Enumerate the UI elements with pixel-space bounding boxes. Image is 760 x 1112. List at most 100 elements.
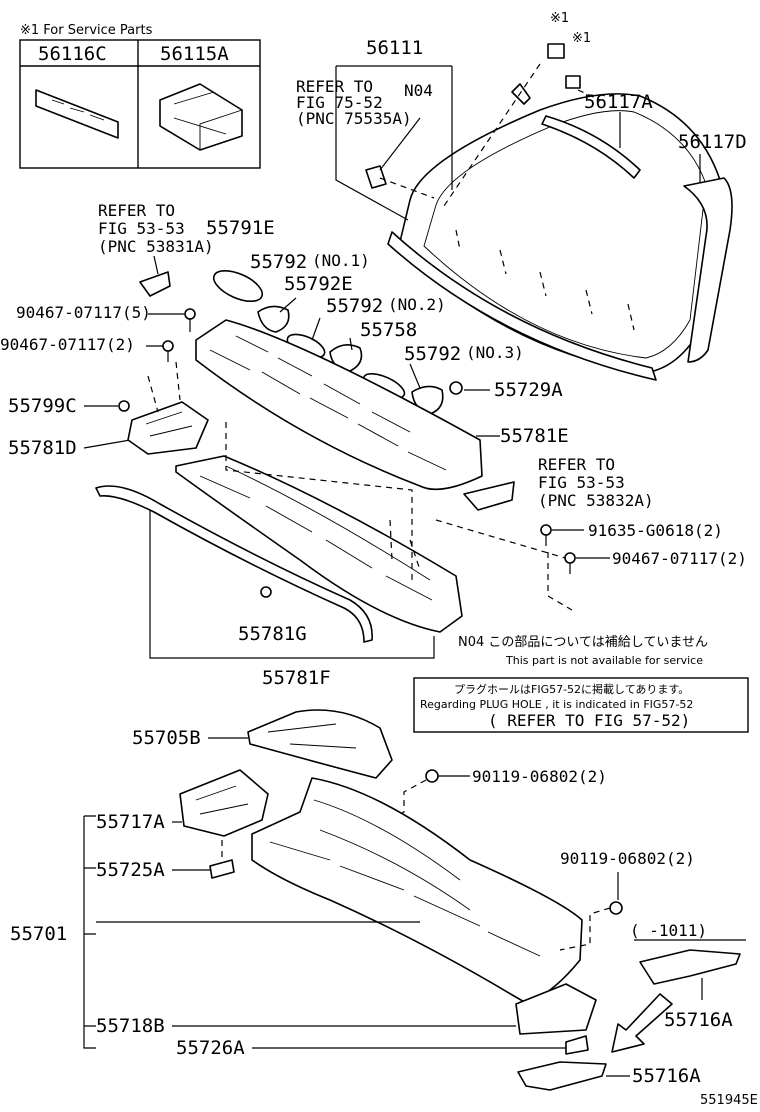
bracket-55717A (179, 769, 269, 837)
label-mark1a: ※1 (550, 11, 569, 26)
seal-55781G (95, 485, 373, 643)
ref-fig53a-line2: FIG 53-53 (98, 219, 185, 238)
bracket-53832A (463, 481, 515, 511)
screw-90467-2a (162, 340, 174, 352)
dash-panel-group: 55705B 90119-06802(2) 55717A 55725A 9011… (10, 709, 758, 1108)
label-55781D: 55781D (8, 437, 77, 459)
label-55781G: 55781G (238, 623, 307, 645)
label-55729A: 55729A (494, 379, 563, 401)
cowl-panel-55781F (175, 455, 463, 633)
label-90119-a: 90119-06802(2) (472, 767, 607, 786)
label-55717A: 55717A (96, 811, 165, 833)
ref-fig75-line2: FIG 75-52 (296, 93, 383, 112)
bracket-55716A-lower (517, 1061, 607, 1091)
label-55799C: 55799C (8, 395, 77, 417)
label-55725A: 55725A (96, 859, 165, 881)
ref-fig53b-line1: REFER TO (538, 455, 615, 474)
clip-56116C-sketch (35, 89, 119, 139)
label-55792-no1-suffix: (NO.1) (312, 251, 370, 270)
label-55792-no2: 55792 (326, 295, 383, 317)
bracket-56115A-sketch (159, 83, 243, 151)
louver-panel-55781E (195, 319, 483, 491)
label-mark1b: ※1 (572, 31, 591, 46)
top-clip (511, 83, 531, 105)
direction-arrow (611, 993, 673, 1053)
part-56116C: 56116C (38, 43, 107, 65)
label-55705B: 55705B (132, 727, 201, 749)
part-56115A: 56115A (160, 43, 229, 65)
ref-fig53b-line3: (PNC 53832A) (538, 491, 654, 510)
service-parts-title: ※1 For Service Parts (20, 23, 153, 38)
service-clip-b (565, 75, 581, 89)
screen-55791E (212, 269, 264, 303)
clip-55729A (449, 381, 463, 395)
label-55781F: 55781F (262, 667, 331, 689)
label-55758: 55758 (360, 319, 417, 341)
plate-55726A (565, 1035, 589, 1055)
label-55791E: 55791E (206, 217, 275, 239)
label-55716A-1: 55716A (664, 1009, 733, 1031)
service-parts-box: ※1 For Service Parts 56116C 56115A (19, 23, 261, 169)
label-55701: 55701 (10, 923, 67, 945)
right-fasteners: 91635-G0618(2) 90467-07117(2) (540, 521, 747, 574)
clip-55781G (260, 586, 272, 598)
screw-90119-a (425, 769, 439, 783)
label-55718B: 55718B (96, 1015, 165, 1037)
screw-90119-b (609, 901, 623, 915)
label-90467-5: 90467-07117(5) (16, 303, 151, 322)
label-91635: 91635-G0618(2) (588, 521, 723, 540)
note-plug-jp: プラグホールはFIG57-52に掲載してあります。 (454, 682, 689, 696)
left-fasteners: 90467-07117(5) 90467-07117(2) 55799C 557… (0, 303, 209, 459)
ref-fig53a-line1: REFER TO (98, 201, 175, 220)
windshield-assembly (335, 43, 733, 381)
panel-55705B (247, 709, 393, 779)
ref-fig75-line3: (PNC 75535A) (296, 109, 412, 128)
note-n04-jp: N04 この部品については補給していません (458, 635, 708, 650)
label-55792-no3-suffix: (NO.3) (466, 343, 524, 362)
dash-panel-55701 (251, 777, 583, 1005)
bracket-55716A-upper (639, 949, 741, 985)
clip-55799C (118, 400, 130, 412)
seal-55792-no1 (257, 305, 290, 333)
upper-dam-56117A (541, 115, 641, 179)
bracket-53831A (139, 271, 171, 297)
service-clip-a (547, 43, 565, 59)
label-90467-2b: 90467-07117(2) (612, 549, 747, 568)
plate-55725A (209, 859, 235, 879)
bracket-55718B (515, 983, 597, 1035)
label-56111: 56111 (366, 37, 423, 59)
cowl-panel-group: 55781G 55781F (95, 422, 573, 689)
notes-block: N04 この部品については補給していません This part is not a… (413, 635, 749, 733)
bracket-55781D (127, 401, 209, 455)
label-range: ( -1011) (630, 921, 707, 940)
label-56117D: 56117D (678, 131, 747, 153)
ref-fig53b-line2: FIG 53-53 (538, 473, 625, 492)
ref-fig53a-line3: (PNC 53831A) (98, 237, 214, 256)
bracket-n04 (365, 165, 387, 189)
label-55781E: 55781E (500, 425, 569, 447)
label-90119-b: 90119-06802(2) (560, 849, 695, 868)
screw-90467-5 (184, 308, 196, 320)
cowl-louver-group: REFER TO FIG 53-53 (PNC 53831A) 55791E 5… (98, 201, 654, 511)
note-plug-ref: ( REFER TO FIG 57-52) (488, 711, 690, 730)
lower-moulding (387, 231, 657, 381)
note-plug-en: Regarding PLUG HOLE , it is indicated in… (420, 698, 693, 711)
note-n04-en: This part is not available for service (505, 654, 703, 667)
label-55726A: 55726A (176, 1037, 245, 1059)
label-n04: N04 (404, 81, 433, 100)
side-moulding-56117D (683, 177, 733, 363)
ref-fig75: REFER TO FIG 75-52 (PNC 75535A) N04 (296, 77, 433, 128)
label-55792-no1: 55792 (250, 251, 307, 273)
windshield-glass (397, 93, 721, 373)
label-55792E: 55792E (284, 273, 353, 295)
label-55716A-2: 55716A (632, 1065, 701, 1087)
screw-90467-2b (564, 552, 576, 564)
diagram-code: 551945E (700, 1093, 758, 1108)
ref-fig75-line1: REFER TO (296, 77, 373, 96)
label-55792-no2-suffix: (NO.2) (388, 295, 446, 314)
label-56117A: 56117A (584, 91, 653, 113)
label-55792-no3: 55792 (404, 343, 461, 365)
screw-91635 (540, 524, 552, 536)
